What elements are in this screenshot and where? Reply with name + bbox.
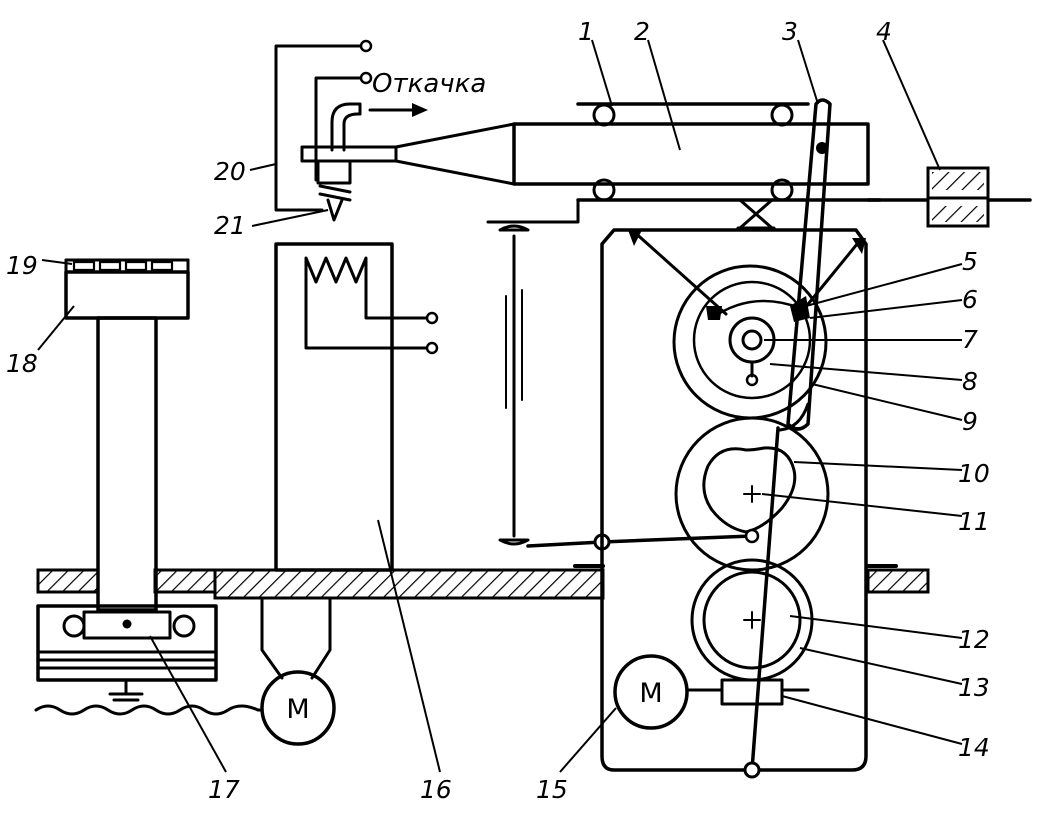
label-16: 16 <box>420 775 452 804</box>
upper-cam-disk <box>672 264 828 420</box>
gearbox-motor: М <box>613 654 810 730</box>
lever-pivot <box>743 761 761 779</box>
label-10: 10 <box>958 459 990 488</box>
label-6: 6 <box>962 285 978 314</box>
terminal <box>425 341 439 355</box>
ratchet-pawl <box>710 299 802 320</box>
pump-label: Откачка <box>372 69 486 99</box>
label-20: 20 <box>214 157 246 186</box>
label-18: 18 <box>6 349 38 378</box>
pumping-tube-assembly: Откачка <box>274 39 486 222</box>
bearing-housing <box>36 604 218 682</box>
label-11: 11 <box>958 507 990 536</box>
label-9: 9 <box>962 407 978 436</box>
drive-gear-pair <box>690 558 814 682</box>
label-7: 7 <box>962 325 978 354</box>
support-roller <box>736 198 776 230</box>
rocking-lever <box>743 98 832 779</box>
label-4: 4 <box>876 17 892 46</box>
spindle-assembly <box>394 102 1032 230</box>
cone-nozzle <box>394 122 516 186</box>
spindle <box>512 122 870 186</box>
coil-symbol <box>304 256 432 320</box>
ground-wire <box>34 678 260 716</box>
label-5: 5 <box>962 247 978 276</box>
rotating-table-assembly <box>34 258 260 716</box>
gearbox: М <box>600 228 868 772</box>
exhaust-nozzle <box>330 102 362 152</box>
label-17: 17 <box>208 775 240 804</box>
label-12: 12 <box>958 625 990 654</box>
label-14: 14 <box>958 733 990 762</box>
table-column <box>96 316 158 612</box>
bearing-ball <box>770 178 794 202</box>
bearing-ball <box>592 103 616 127</box>
generator-block <box>274 242 439 572</box>
callout-leaders <box>37 39 963 773</box>
label-13: 13 <box>958 673 990 702</box>
workpiece-cells <box>72 260 174 272</box>
label-15: 15 <box>536 775 568 804</box>
label-3: 3 <box>782 17 798 46</box>
label-21: 21 <box>214 211 246 240</box>
motor-symbol: М <box>639 678 662 709</box>
tip <box>326 198 344 222</box>
table-motor: М <box>256 596 336 746</box>
bearing-ball <box>770 103 794 127</box>
terminal <box>425 311 439 325</box>
label-1: 1 <box>578 17 594 46</box>
heater-spiral <box>318 184 352 202</box>
label-8: 8 <box>962 367 978 396</box>
rotating-table <box>64 270 190 320</box>
base-plate <box>36 564 930 600</box>
flexible-coupling <box>926 166 990 228</box>
worm-drive <box>720 678 784 706</box>
motor-symbol: М <box>286 694 309 725</box>
label-2: 2 <box>634 17 650 46</box>
heart-cam <box>674 416 830 572</box>
callout-numbers: 1 2 3 4 5 6 7 8 9 10 11 12 13 14 15 16 1… <box>6 17 990 804</box>
bearing-ball <box>592 178 616 202</box>
label-19: 19 <box>6 251 38 280</box>
